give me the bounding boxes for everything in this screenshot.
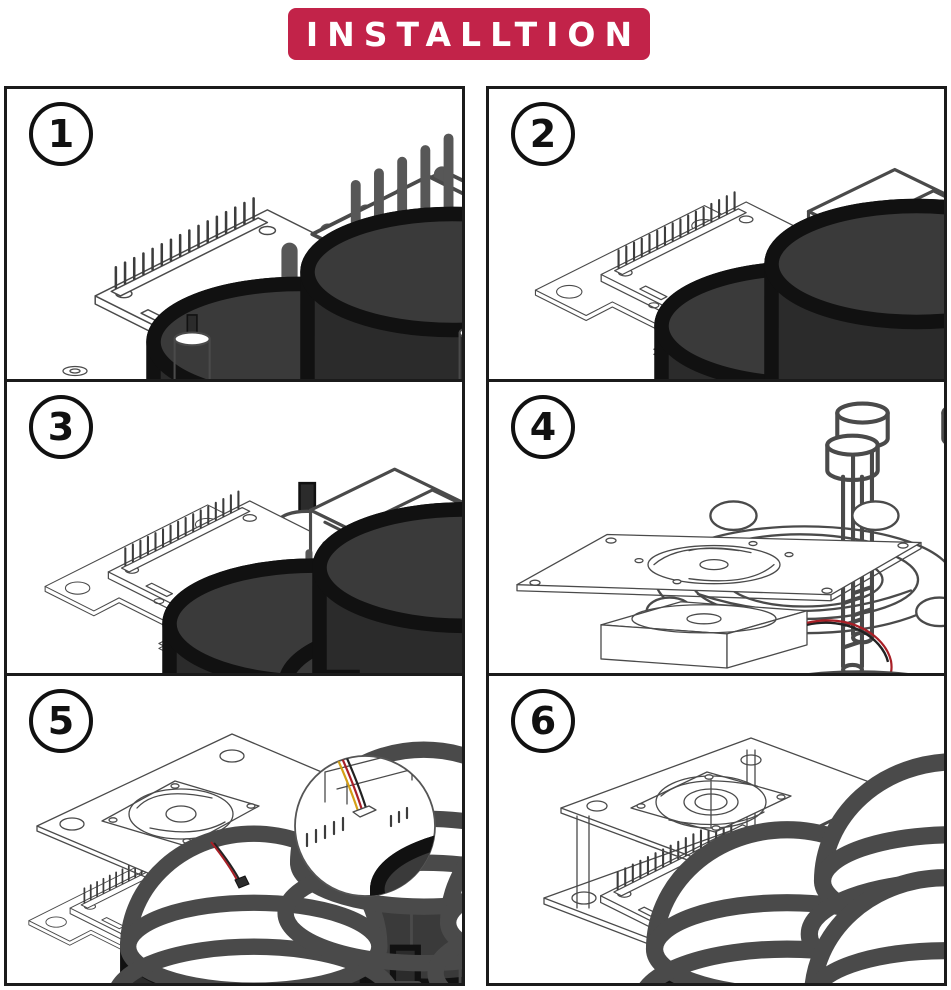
top-plate [516, 533, 922, 602]
step-6-illustration [543, 737, 944, 983]
step-panel-6: 6 [486, 673, 947, 986]
step-number-badge: 2 [511, 102, 575, 166]
fan [630, 771, 792, 833]
step-number-badge: 5 [29, 689, 93, 753]
wire-connector [234, 875, 250, 889]
step-panel-5: 5 [4, 673, 465, 986]
washer [62, 365, 88, 377]
washer-hole [69, 368, 81, 374]
step-number-badge: 1 [29, 102, 93, 166]
step-panel-3: 3 [4, 379, 465, 676]
black-nut [771, 205, 944, 379]
step-1-illustration [62, 137, 462, 379]
step-number-badge: 6 [511, 689, 575, 753]
step-panel-1: 1 [4, 86, 465, 382]
detail-circle [294, 755, 436, 897]
installation-banner: INSTALLTION [288, 8, 650, 60]
fan [600, 601, 808, 669]
step-panel-4: 4 [486, 379, 947, 676]
fan-wire [210, 841, 250, 889]
step-4-illustration [516, 402, 944, 673]
gpio-connector [352, 805, 377, 818]
steps-grid: 1 2 [4, 86, 947, 986]
step-number-badge: 3 [29, 395, 93, 459]
step-panel-2: 2 [486, 86, 947, 382]
black-nut [307, 213, 462, 379]
installation-title: INSTALLTION [305, 14, 642, 54]
step-number-badge: 4 [511, 395, 575, 459]
black-nut [318, 508, 462, 673]
step-5-illustration [28, 733, 462, 983]
fan-wire [806, 619, 893, 673]
